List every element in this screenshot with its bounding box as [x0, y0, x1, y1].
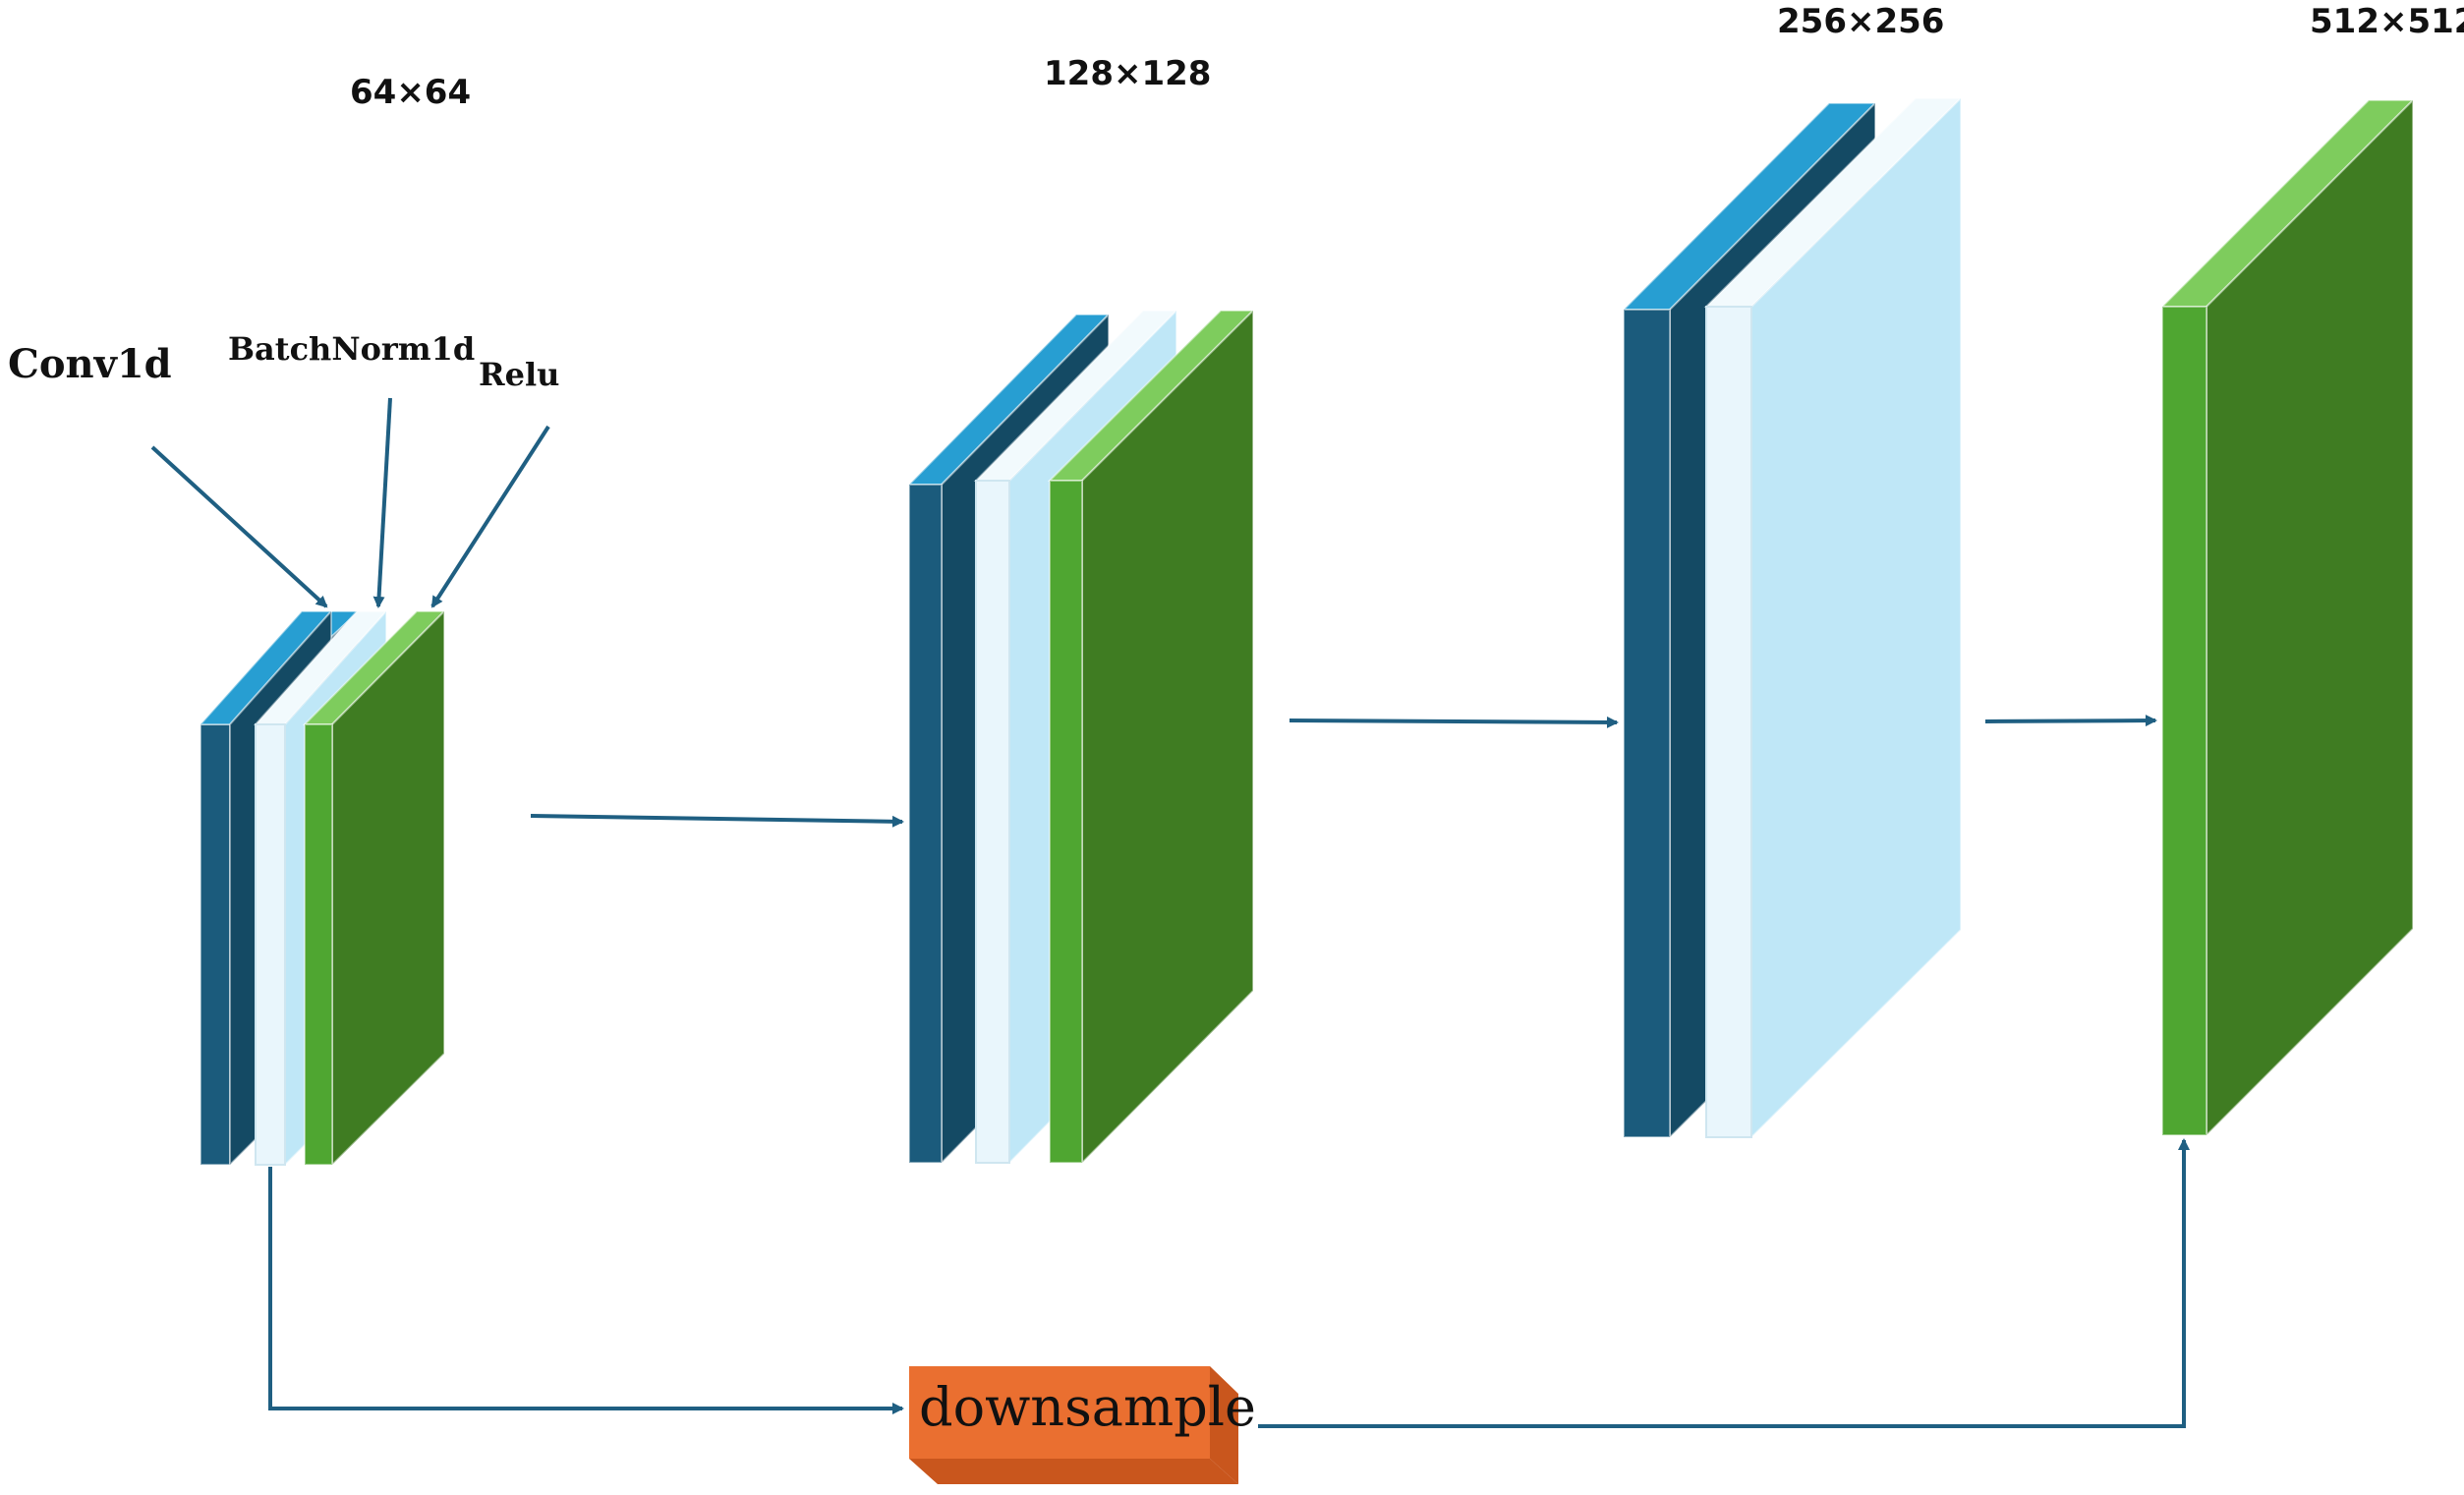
arrow-batchnorm1d-pointer: [372, 397, 392, 608]
size-label-block-256: 256×256: [1777, 2, 1944, 41]
block-256: [1621, 95, 1964, 1140]
shortcut-line-to-downsample: [268, 1167, 904, 1414]
block-64: [198, 608, 447, 1168]
arrow-conv1d-pointer: [150, 445, 328, 608]
arrow-block-128-to-256: [1289, 716, 1619, 728]
conv1d-label: Conv1d: [8, 341, 172, 387]
arrow-block-64-to-128: [530, 814, 904, 828]
batchnorm1d-label: BatchNorm1d: [228, 330, 475, 368]
relu-label: Relu: [479, 356, 559, 393]
relu-layer-block-128: [1047, 308, 1256, 1166]
shortcut-line-to-output: [1258, 1138, 2190, 1428]
block-512: [2159, 97, 2416, 1138]
size-label-block-64: 64×64: [350, 73, 471, 112]
arrow-relu-pointer: [430, 425, 550, 608]
size-label-block-128: 128×128: [1044, 54, 1211, 93]
downsample-box: downsample: [909, 1366, 1256, 1484]
batchnorm-layer-block-256: [1703, 95, 1964, 1140]
relu-layer-block-64: [302, 608, 447, 1168]
arrow-block-256-to-512: [1984, 715, 2157, 727]
relu-layer-block-512: [2159, 97, 2416, 1138]
block-128: [906, 308, 1256, 1166]
size-label-block-512: 512×512: [2310, 2, 2464, 41]
downsample-label: downsample: [919, 1376, 1256, 1438]
